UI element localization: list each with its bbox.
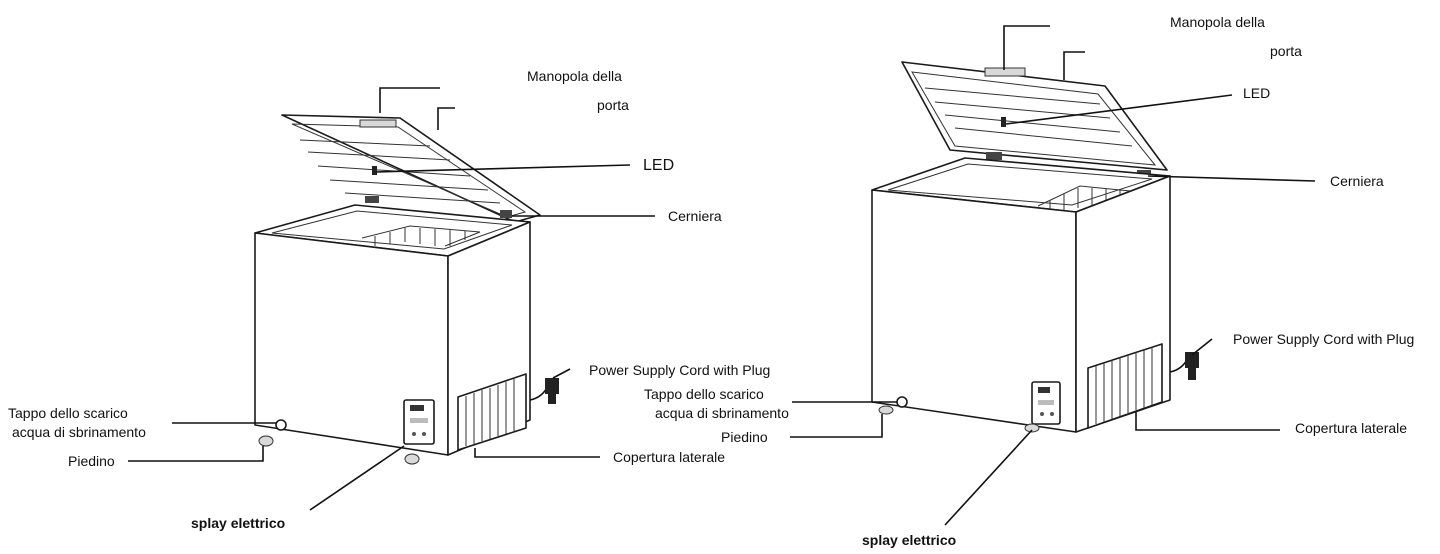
left-label-hinge: Cerniera <box>668 208 722 224</box>
right-door-handle <box>984 67 1026 77</box>
left-label-drain-2: acqua di sbrinamento <box>12 424 146 440</box>
right-label-handle-2: porta <box>1270 43 1302 59</box>
right-label-display: splay elettrico <box>862 532 956 548</box>
right-foot-2 <box>1024 423 1040 433</box>
left-drain-plug <box>275 419 287 431</box>
right-label-led: LED <box>1243 85 1270 101</box>
left-display-panel <box>403 399 435 445</box>
left-label-handle-1: Manopola della <box>527 68 622 84</box>
left-label-led: LED <box>643 157 674 174</box>
left-label-side-cover: Copertura laterale <box>613 449 725 465</box>
left-led <box>372 166 377 175</box>
right-side-vent <box>1087 343 1163 429</box>
left-foot-2 <box>404 453 420 465</box>
left-label-handle-2: porta <box>597 97 629 113</box>
left-label-display: splay elettrico <box>191 515 285 531</box>
right-label-drain-2: acqua di sbrinamento <box>655 405 789 421</box>
left-label-power-cord: Power Supply Cord with Plug <box>589 362 770 378</box>
left-side-vent <box>457 373 527 451</box>
right-label-drain-1: Tappo dello scarico <box>644 386 764 402</box>
left-label-drain-1: Tappo dello scarico <box>8 405 128 421</box>
right-label-hinge: Cerniera <box>1330 173 1384 189</box>
right-foot-1 <box>878 405 894 415</box>
left-label-foot: Piedino <box>68 453 115 469</box>
left-power-plug <box>529 378 559 404</box>
right-freezer <box>871 61 1199 433</box>
right-lid <box>901 61 1168 178</box>
left-hinge <box>500 210 512 218</box>
left-labels: Manopola della porta LED Cerniera Power … <box>8 68 770 531</box>
left-foot-1 <box>258 435 274 447</box>
right-display-panel <box>1031 381 1061 425</box>
right-labels: Manopola della porta LED Cerniera Power … <box>644 14 1414 548</box>
left-basket <box>361 225 481 247</box>
right-power-plug <box>1169 352 1199 380</box>
right-label-power-cord: Power Supply Cord with Plug <box>1233 331 1414 347</box>
right-led <box>1001 117 1006 127</box>
right-drain-plug <box>896 396 908 408</box>
right-label-handle-1: Manopola della <box>1170 14 1265 30</box>
right-label-foot: Piedino <box>721 429 768 445</box>
left-door-handle <box>359 119 397 128</box>
left-freezer <box>254 114 559 465</box>
right-label-side-cover: Copertura laterale <box>1295 420 1407 436</box>
